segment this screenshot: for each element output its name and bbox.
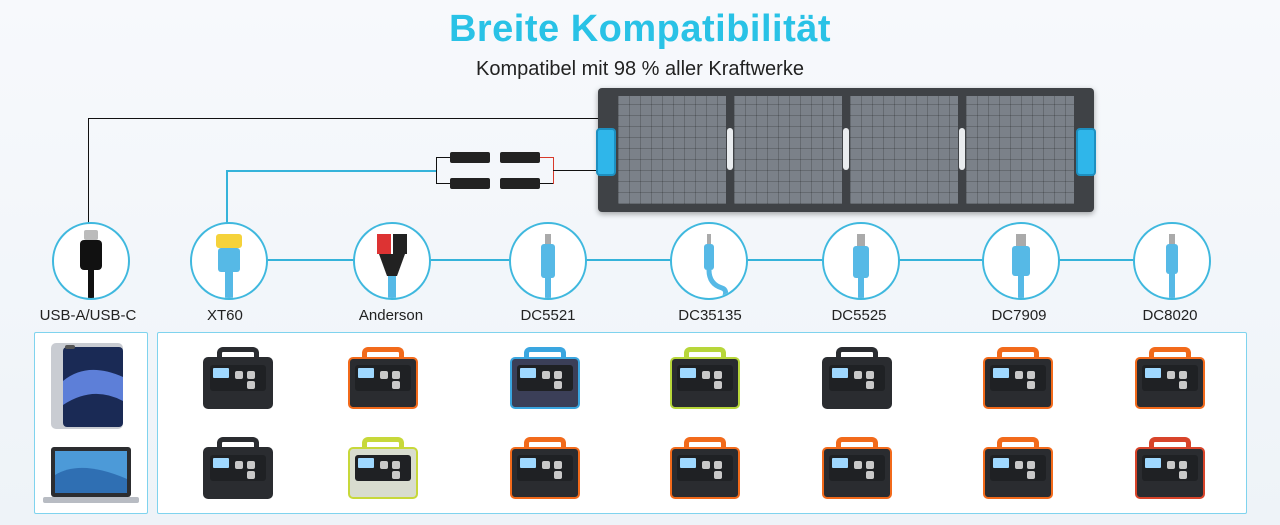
mc4-wire xyxy=(436,183,450,184)
panel-handle-right xyxy=(1076,128,1096,176)
dc7909-plug-icon xyxy=(982,222,1060,300)
power-station-icon xyxy=(203,347,273,409)
dc8020-plug-icon xyxy=(1133,222,1211,300)
solar-panel xyxy=(596,88,1096,212)
connector-label: DC7909 xyxy=(991,307,1047,324)
xt60-plug-icon xyxy=(190,222,268,300)
dc5525-plug-icon xyxy=(822,222,900,300)
power-station-icon xyxy=(670,347,740,409)
dc35135-plug-icon xyxy=(670,222,748,300)
power-station-icon xyxy=(510,347,580,409)
cable-xt60-top xyxy=(226,170,436,172)
power-station-icon xyxy=(822,437,892,499)
mc4-wire-red xyxy=(540,157,554,158)
connector-label: DC35135 xyxy=(678,307,742,324)
power-station-grid xyxy=(157,332,1247,514)
power-station-icon xyxy=(1135,437,1205,499)
anderson-plug-icon xyxy=(353,222,431,300)
mc4-wire xyxy=(436,157,437,183)
connector-label: DC8020 xyxy=(1142,307,1198,324)
mc4-connector-icon xyxy=(500,152,540,163)
connector-label: USB-A/USB-C xyxy=(39,307,137,324)
mc4-connector-icon xyxy=(450,152,490,163)
tablet-icon xyxy=(51,343,123,429)
power-station-icon xyxy=(983,437,1053,499)
connector-label: DC5525 xyxy=(831,307,887,324)
cable-usb-top xyxy=(88,118,600,119)
connector-label: XT60 xyxy=(207,307,243,324)
power-station-icon xyxy=(348,347,418,409)
power-station-icon xyxy=(1135,347,1205,409)
power-station-icon xyxy=(203,437,273,499)
cable-usb xyxy=(88,118,89,228)
cable-xt60 xyxy=(226,170,228,226)
power-station-icon xyxy=(822,347,892,409)
mc4-wire-red xyxy=(540,183,554,184)
power-station-icon xyxy=(670,437,740,499)
dc5521-plug-icon xyxy=(509,222,587,300)
power-station-icon xyxy=(983,347,1053,409)
connector-label: DC5521 xyxy=(520,307,576,324)
usb-c-plug-icon xyxy=(52,222,130,300)
connector-label: Anderson xyxy=(358,307,424,324)
mc4-wire xyxy=(553,170,600,171)
panel-handle-left xyxy=(596,128,616,176)
power-station-icon xyxy=(510,437,580,499)
page-subtitle: Kompatibel mit 98 % aller Kraftwerke xyxy=(476,58,804,80)
page-title: Breite Kompatibilität xyxy=(448,8,832,50)
device-box xyxy=(34,332,148,514)
mc4-wire xyxy=(436,157,450,158)
laptop-icon xyxy=(43,447,139,503)
power-station-icon xyxy=(348,437,418,499)
mc4-connector-icon xyxy=(500,178,540,189)
mc4-connector-icon xyxy=(450,178,490,189)
